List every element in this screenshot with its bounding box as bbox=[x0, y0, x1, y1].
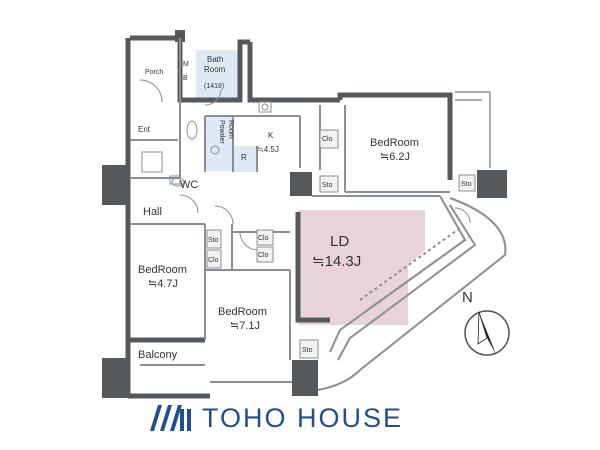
clo-label-south-2: Clo bbox=[258, 252, 269, 259]
ld-area-fill-step bbox=[408, 210, 425, 265]
clo-label-east: Clo bbox=[322, 136, 333, 143]
kitchen-size-label: ≒4.5J bbox=[257, 145, 279, 154]
door-swings bbox=[139, 79, 471, 251]
kitchen-r-fill bbox=[233, 146, 257, 172]
bathroom-fill bbox=[196, 50, 240, 102]
entrance-label: Ent bbox=[138, 125, 151, 134]
ld-size-label: ≒14.3J bbox=[312, 253, 361, 270]
clo-label-west-2: Clo bbox=[208, 257, 219, 264]
powder-room-label: Powder Room bbox=[218, 120, 234, 146]
bedroom-west-size-label: ≒4.7J bbox=[148, 278, 178, 290]
fixtures bbox=[141, 101, 272, 173]
powder-room-fill bbox=[205, 116, 233, 171]
brand-mark-icon bbox=[150, 405, 191, 431]
bathroom-size-label: (1418) bbox=[204, 83, 224, 90]
sto-label-south: Sto bbox=[302, 347, 313, 354]
brand-logo: TOHO HOUSE bbox=[150, 398, 403, 438]
compass-north-label: N bbox=[462, 289, 473, 306]
east-balcony-rail bbox=[455, 91, 491, 168]
sto-label-east: Sto bbox=[322, 182, 333, 189]
hall-label: Hall bbox=[143, 206, 162, 218]
compass: N bbox=[462, 289, 510, 356]
bedroom-east-label: BedRoom bbox=[370, 137, 419, 149]
bathroom-label-line2: Room bbox=[204, 65, 226, 74]
interior-walls bbox=[130, 38, 450, 383]
powder-room-label-line1: Powder bbox=[218, 120, 225, 144]
brand-name: TOHO HOUSE bbox=[202, 402, 404, 433]
kitchen-label: K bbox=[268, 131, 274, 140]
bedroom-south-size-label: ≒7.1J bbox=[230, 320, 260, 332]
porch-label: Porch bbox=[145, 69, 163, 76]
mb-label-line2: B bbox=[183, 75, 188, 82]
mb-label-line1: M bbox=[183, 61, 189, 68]
bathroom-label: Bath Room bbox=[204, 55, 226, 74]
compass-ring bbox=[464, 310, 510, 356]
bedroom-west-label: BedRoom bbox=[138, 264, 187, 276]
bathroom-label-line1: Bath bbox=[207, 55, 223, 64]
ld-label: LD bbox=[330, 233, 349, 250]
compass-needle-icon bbox=[479, 312, 496, 354]
bedroom-south-label: BedRoom bbox=[218, 306, 267, 318]
sto-label-west-1: Sto bbox=[208, 237, 219, 244]
balcony-label: Balcony bbox=[138, 349, 178, 361]
clo-label-south-1: Clo bbox=[258, 235, 269, 242]
sto-label-corner: Sto bbox=[461, 181, 472, 188]
bedroom-east-size-label: ≒6.2J bbox=[380, 151, 410, 163]
diagonal-window-wall bbox=[329, 195, 477, 361]
toilet bbox=[169, 175, 185, 187]
structural-columns bbox=[102, 30, 507, 398]
balcony-curve bbox=[317, 197, 507, 391]
powder-room-label-line2: Room bbox=[227, 120, 234, 139]
outer-walls bbox=[125, 35, 453, 399]
wc-label: WC bbox=[180, 179, 198, 191]
mb-label: M B bbox=[183, 61, 191, 82]
floor-plan: Porch M B Bath Room (1418) Ent Powder Ro… bbox=[102, 30, 510, 399]
ld-area-fill bbox=[298, 210, 408, 325]
storage-boxes bbox=[206, 129, 476, 359]
refrigerator-label: R bbox=[241, 153, 247, 162]
compass-needle-shadow-icon bbox=[477, 311, 488, 345]
